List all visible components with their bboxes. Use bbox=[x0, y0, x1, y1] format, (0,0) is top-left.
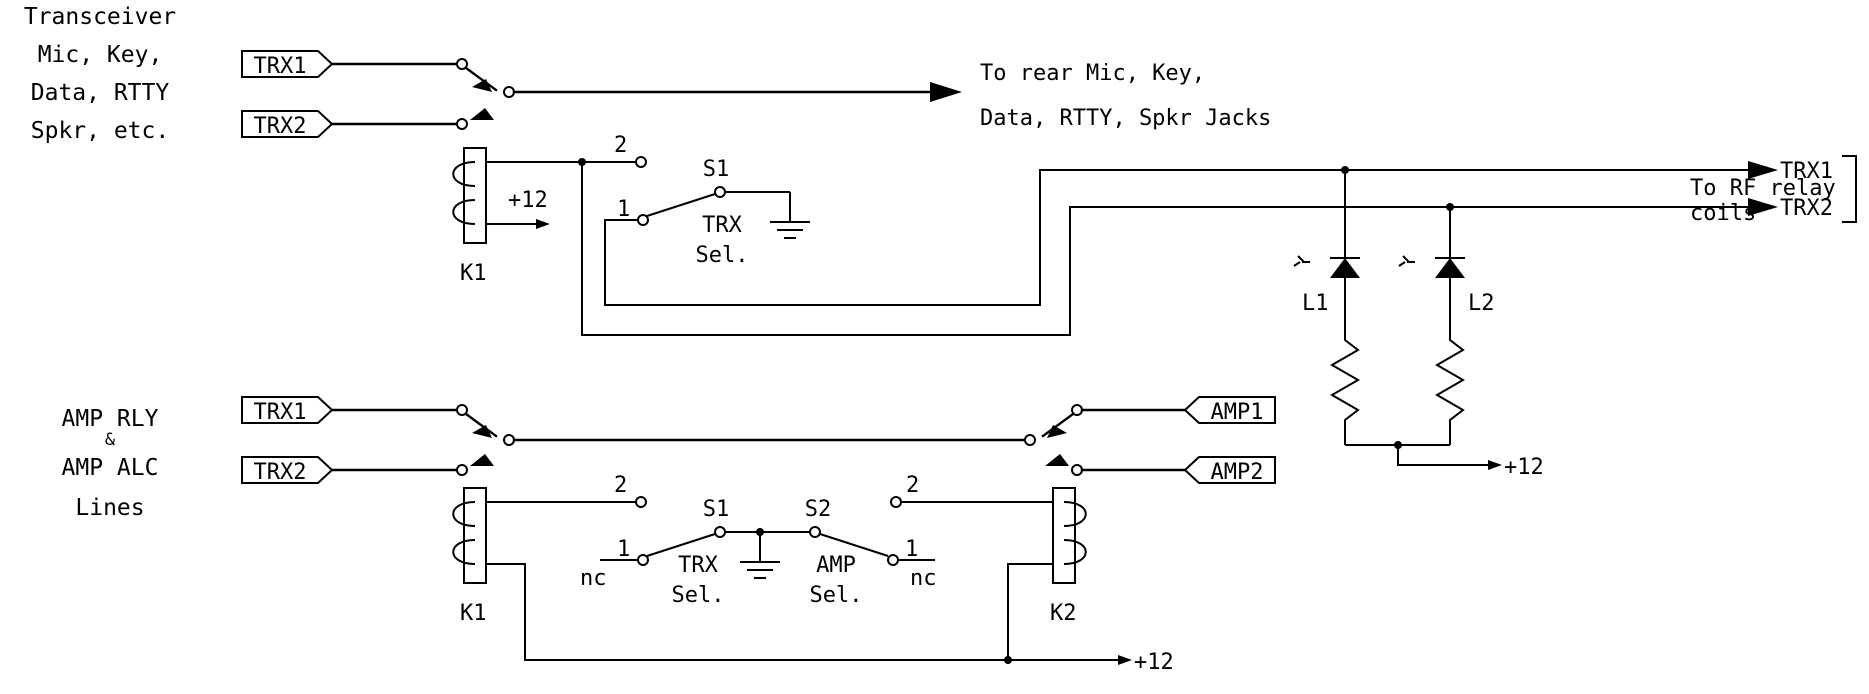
bottom-s2-pos1: 1 bbox=[905, 537, 918, 562]
bottom-supply-label: +12 bbox=[1134, 650, 1174, 675]
led-l2-label: L2 bbox=[1468, 291, 1495, 316]
top-section: Transceiver Mic, Key, Data, RTTY Spkr, e… bbox=[24, 4, 1750, 336]
bottom-connector-trx1: TRX1 bbox=[241, 396, 334, 425]
bottom-connector-trx1-label: TRX1 bbox=[254, 400, 307, 425]
bottom-s2-desc-1: AMP bbox=[816, 553, 856, 578]
bottom-relay-k1-label: K1 bbox=[460, 601, 487, 626]
top-relay-supply: +12 bbox=[508, 188, 548, 213]
bottom-s1-desc-1: TRX bbox=[678, 553, 718, 578]
bottom-connector-amp1: AMP1 bbox=[1183, 396, 1276, 425]
top-relay-k1-label: K1 bbox=[460, 261, 487, 286]
rf-out-trx1-arrow bbox=[1748, 161, 1778, 179]
top-label-line-1: Transceiver bbox=[24, 4, 176, 30]
top-switch-pos2: 2 bbox=[614, 133, 627, 158]
top-label-line-3: Data, RTTY bbox=[31, 80, 170, 106]
rf-supply-arrow bbox=[1488, 460, 1502, 470]
bottom-s1-nc: nc bbox=[580, 566, 607, 591]
top-output-line-2: Data, RTTY, Spkr Jacks bbox=[980, 106, 1271, 131]
led-l1: L1 bbox=[1293, 166, 1361, 445]
top-switch-s1-label: S1 bbox=[703, 157, 730, 182]
top-output-arrow bbox=[930, 82, 962, 102]
rf-out-trx2-label: TRX2 bbox=[1780, 196, 1833, 221]
bottom-relay-k2: K2 bbox=[1050, 487, 1087, 626]
bottom-connector-trx2: TRX2 bbox=[241, 456, 334, 485]
top-label-line-2: Mic, Key, bbox=[38, 42, 163, 68]
rf-out-trx2-arrow bbox=[1748, 198, 1778, 216]
bottom-s2-pos2: 2 bbox=[906, 473, 919, 498]
top-connector-trx2-label: TRX2 bbox=[254, 114, 307, 139]
bottom-label-line-2: & bbox=[105, 430, 116, 450]
led-l2: L2 bbox=[1398, 203, 1495, 445]
bottom-supply-arrow bbox=[1118, 655, 1132, 665]
top-connector-trx2: TRX2 bbox=[241, 110, 334, 139]
bottom-connector-trx2-label: TRX2 bbox=[254, 460, 307, 485]
top-relay-k1: +12 K1 bbox=[452, 147, 550, 286]
top-switch-pos1: 1 bbox=[617, 197, 630, 222]
bottom-s2-nc: nc bbox=[910, 566, 937, 591]
top-connector-trx1: TRX1 bbox=[241, 50, 334, 79]
bottom-s1-pos1: 1 bbox=[617, 537, 630, 562]
bottom-switch-s1: 2 1 nc S1 TRX Sel. bbox=[486, 473, 729, 608]
bottom-connector-amp2-label: AMP2 bbox=[1211, 460, 1264, 485]
bottom-label-line-1: AMP RLY bbox=[62, 406, 159, 432]
bottom-connector-amp2: AMP2 bbox=[1183, 456, 1276, 485]
top-label-line-4: Spkr, etc. bbox=[31, 118, 169, 144]
rf-dest-line-2: coils bbox=[1690, 201, 1756, 226]
top-switch-desc-1: TRX bbox=[702, 213, 742, 238]
top-connector-trx1-label: TRX1 bbox=[254, 54, 307, 79]
bottom-section: AMP RLY & AMP ALC Lines TRX1 TRX2 bbox=[62, 396, 1276, 675]
bottom-label-line-4: Lines bbox=[75, 495, 144, 521]
bottom-relay-k1: K1 bbox=[452, 487, 487, 626]
bottom-switch-s2: 2 1 nc S2 AMP Sel. bbox=[805, 473, 1053, 608]
top-output-line-1: To rear Mic, Key, bbox=[980, 61, 1205, 86]
bottom-s2-desc-2: Sel. bbox=[810, 583, 863, 608]
rf-out-trx1-label: TRX1 bbox=[1780, 159, 1833, 184]
bottom-connector-amp1-label: AMP1 bbox=[1211, 400, 1264, 425]
bottom-s1-label: S1 bbox=[703, 497, 730, 522]
top-switch-desc-2: Sel. bbox=[696, 243, 749, 268]
rf-supply-label: +12 bbox=[1504, 455, 1544, 480]
led-l1-label: L1 bbox=[1302, 291, 1329, 316]
bottom-s1-pos2: 2 bbox=[614, 473, 627, 498]
bottom-label-line-3: AMP ALC bbox=[62, 455, 159, 481]
rf-dest-line-1: To RF relay bbox=[1690, 176, 1836, 201]
bottom-s2-label: S2 bbox=[805, 497, 832, 522]
bottom-relay-k2-label: K2 bbox=[1050, 601, 1077, 626]
bottom-s1-desc-2: Sel. bbox=[672, 583, 725, 608]
rf-output-section: TRX1 TRX2 To RF relay coils L1 L2 bbox=[1293, 155, 1857, 480]
